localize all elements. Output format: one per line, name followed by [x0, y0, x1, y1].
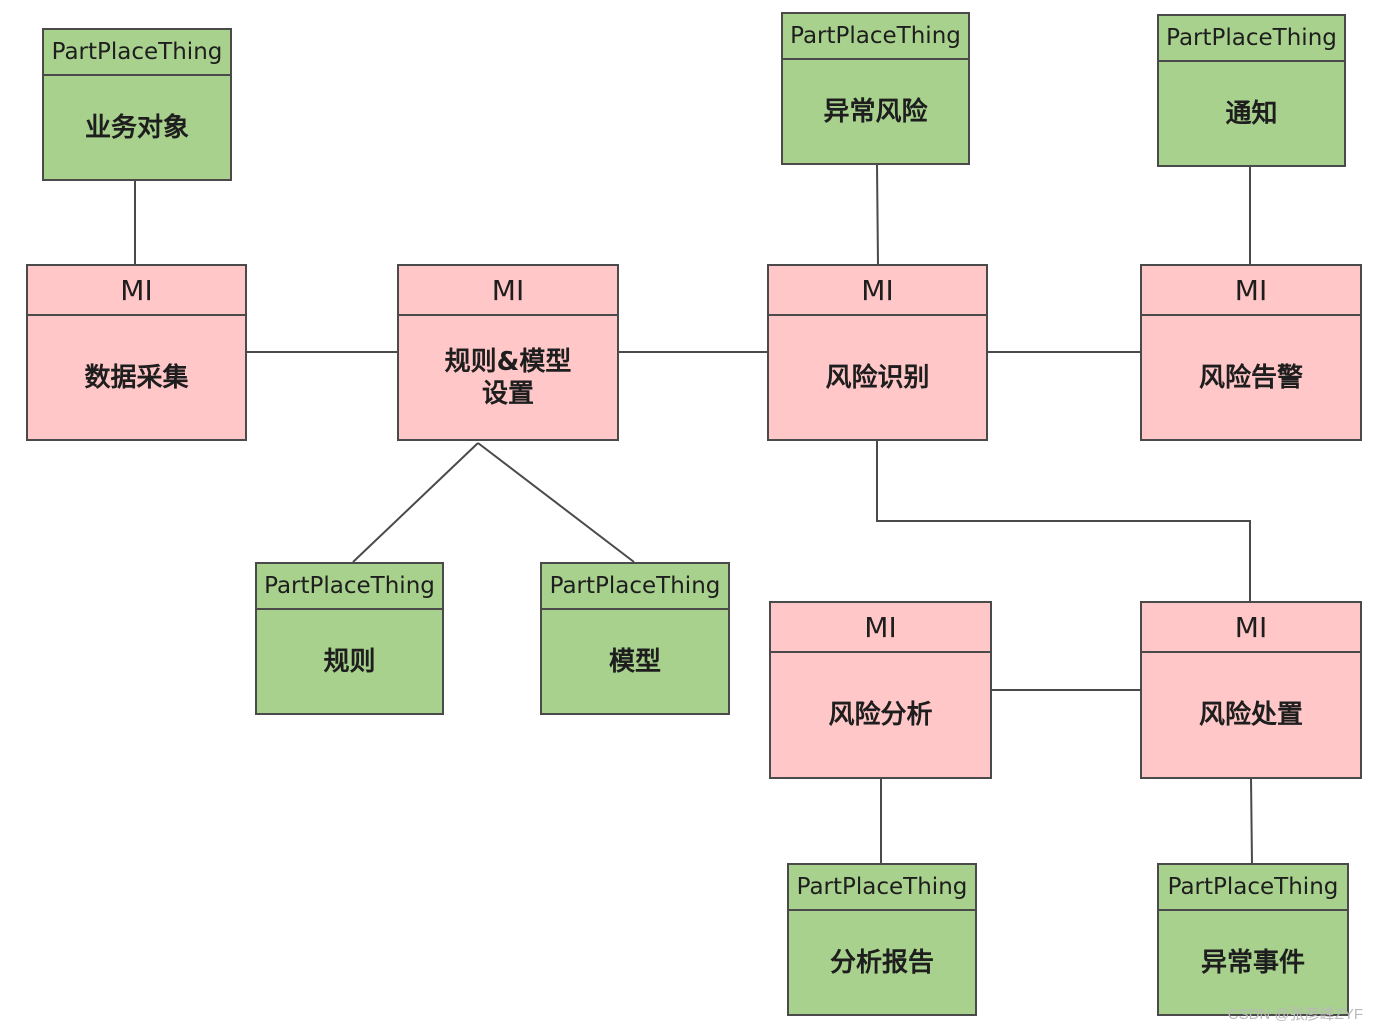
node-label: 风险处置: [1198, 700, 1303, 730]
node-risk-identification[interactable]: MI 风险识别: [767, 264, 988, 441]
node-stereotype: PartPlaceThing: [1159, 16, 1344, 62]
edge-risk-disposal-to-abnormal-event: [1250, 777, 1253, 865]
node-abnormal-risk[interactable]: PartPlaceThing 异常风险: [781, 12, 970, 165]
node-label: 通知: [1225, 98, 1278, 129]
node-data-collection[interactable]: MI 数据采集: [26, 264, 247, 441]
edge-abnormal-risk-to-risk-identification: [876, 163, 879, 266]
node-label: 数据采集: [84, 362, 189, 393]
node-label: 规则: [323, 646, 376, 677]
node-stereotype: PartPlaceThing: [783, 14, 968, 60]
node-stereotype: MI: [1142, 603, 1360, 653]
node-risk-analysis[interactable]: MI 风险分析: [769, 601, 992, 779]
edge-rule-model-setting-to-rule: [352, 442, 479, 563]
node-label: 异常事件: [1200, 947, 1305, 978]
node-abnormal-event[interactable]: PartPlaceThing 异常事件: [1157, 863, 1349, 1016]
node-label: 风险告警: [1198, 362, 1303, 393]
node-label: 异常风险: [823, 96, 928, 127]
node-model[interactable]: PartPlaceThing 模型: [540, 562, 730, 715]
node-label: 规则&模型 设置: [444, 346, 572, 409]
node-label: 风险分析: [828, 700, 933, 730]
node-stereotype: MI: [771, 603, 990, 653]
edge-risk-identification-to-risk-disposal: [876, 441, 1251, 602]
node-stereotype: MI: [769, 266, 986, 316]
node-stereotype: PartPlaceThing: [257, 564, 442, 610]
csdn-watermark: CSDN @张彦峰ZYF: [1227, 1006, 1363, 1023]
edge-rule-model-setting-to-model: [477, 442, 635, 563]
node-stereotype: PartPlaceThing: [789, 865, 975, 911]
node-notice[interactable]: PartPlaceThing 通知: [1157, 14, 1346, 167]
node-business-object[interactable]: PartPlaceThing 业务对象: [42, 28, 232, 181]
node-stereotype: MI: [28, 266, 245, 316]
node-label: 模型: [608, 646, 661, 677]
node-stereotype: MI: [399, 266, 617, 316]
node-analysis-report[interactable]: PartPlaceThing 分析报告: [787, 863, 977, 1016]
node-label: 分析报告: [829, 947, 934, 978]
node-rule[interactable]: PartPlaceThing 规则: [255, 562, 444, 715]
node-stereotype: PartPlaceThing: [44, 30, 230, 76]
node-stereotype: PartPlaceThing: [542, 564, 728, 610]
node-rule-model-setting[interactable]: MI 规则&模型 设置: [397, 264, 619, 441]
node-label: 业务对象: [84, 112, 189, 143]
node-risk-alarm[interactable]: MI 风险告警: [1140, 264, 1362, 441]
node-stereotype: MI: [1142, 266, 1360, 316]
node-label: 风险识别: [825, 362, 930, 393]
node-risk-disposal[interactable]: MI 风险处置: [1140, 601, 1362, 779]
node-stereotype: PartPlaceThing: [1159, 865, 1347, 911]
